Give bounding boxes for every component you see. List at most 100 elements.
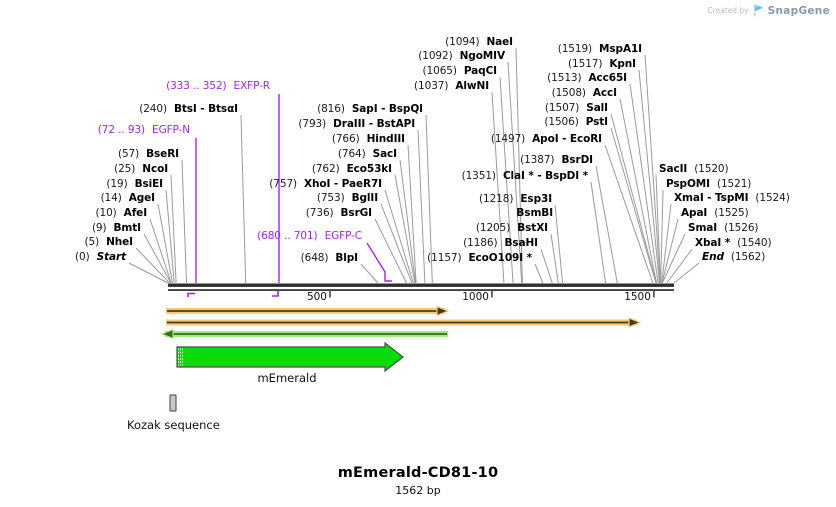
site-label-BsmBI[interactable]: BsmBI xyxy=(516,207,553,220)
site-name: Acc65I xyxy=(588,72,628,84)
site-label-XbaI[interactable]: XbaI *(1540) xyxy=(695,237,772,250)
site-position: (0) xyxy=(75,251,90,263)
leader-line-EcoO109I xyxy=(534,263,544,284)
site-name: EcoO109I * xyxy=(468,252,532,264)
site-label-NcoI[interactable]: (25)NcoI xyxy=(114,163,168,176)
site-position: (1506) xyxy=(544,116,579,128)
site-label-HindIII[interactable]: (766)HindIII xyxy=(332,133,405,146)
site-label-BmtI[interactable]: (9)BmtI xyxy=(92,222,141,235)
site-label-PaqCI[interactable]: (1065) PaqCI xyxy=(422,65,498,78)
site-label-KpnI[interactable]: (1517)KpnI xyxy=(568,58,636,71)
leader-line-NcoI xyxy=(170,174,177,284)
orf-arrow-2-head xyxy=(628,317,642,328)
site-label-Acc65I[interactable]: (1513)Acc65I xyxy=(547,72,627,85)
site-label-SacI[interactable]: (764)SacI xyxy=(338,148,397,161)
site-label-MspA1I[interactable]: (1519) MspA1I xyxy=(558,43,642,56)
site-position: (1387) xyxy=(520,154,555,166)
site-position: (1521) xyxy=(716,178,752,190)
site-position: (1037) xyxy=(414,80,449,92)
site-label-Start[interactable]: (0)Start xyxy=(75,251,126,264)
site-label-BstXI[interactable]: (1205)BstXI xyxy=(476,222,548,235)
site-name: BlpI xyxy=(335,252,358,264)
scale-label-500: 500 xyxy=(306,291,327,303)
site-label-DraIII-BstAPI[interactable]: (793)DraIII - BstAPI xyxy=(298,118,415,131)
site-position: (753) xyxy=(316,192,345,204)
leader-line-Eco53kI xyxy=(394,174,416,284)
site-name: XmaI - TspMI xyxy=(674,192,749,204)
kozak-box[interactable] xyxy=(169,394,177,412)
leader-line-MspA1I xyxy=(644,54,661,284)
site-label-BsrGI[interactable]: (736)BsrGI xyxy=(306,207,372,220)
leader-line-SacII xyxy=(655,174,661,284)
leader-line-AccI xyxy=(619,98,657,284)
site-label-SacII[interactable]: SacII(1520) xyxy=(659,163,729,176)
site-label-BglII[interactable]: (753)BglII xyxy=(317,192,378,205)
snapgene-brand-text: SnapGene xyxy=(767,4,830,17)
site-position: (793) xyxy=(298,118,327,130)
site-name: BsaHI xyxy=(504,237,538,249)
site-name: BsrGI xyxy=(340,207,373,219)
site-label-SmaI[interactable]: SmaI(1526) xyxy=(688,222,759,235)
leader-line-NaeI xyxy=(515,47,523,284)
site-label-AlwNI[interactable]: (1037) AlwNI xyxy=(414,80,489,93)
site-position: (1094) xyxy=(445,36,480,48)
site-name: PaqCI xyxy=(463,65,497,77)
site-label-Eco53kI[interactable]: (762)Eco53kI xyxy=(312,163,392,176)
site-label-PstI[interactable]: (1506)PstI xyxy=(544,116,608,129)
site-label-BseRI[interactable]: (57)BseRI xyxy=(118,148,179,161)
site-position: (762) xyxy=(311,163,340,175)
leader-line-SalI xyxy=(610,113,657,284)
site-label-BtsI-Bts-I[interactable]: (240)BtsI - BtsαI xyxy=(139,103,238,116)
site-position: (1507) xyxy=(544,102,580,114)
site-label-BsrDI[interactable]: (1387)BsrDI xyxy=(520,154,593,167)
primer-label-EGFP-C[interactable]: (680 .. 701)EGFP-C xyxy=(257,230,362,243)
sequence-bar[interactable] xyxy=(168,283,674,287)
feature-arrow-mEmerald[interactable] xyxy=(176,341,404,373)
orf-arrow-1-head xyxy=(436,305,450,317)
primer-label-EXFP-R[interactable]: (333 .. 352)EXFP-R xyxy=(166,80,270,93)
site-name: BsiEI xyxy=(134,178,164,190)
site-name: ApoI - EcoRI xyxy=(532,133,602,145)
primer-label-EGFP-N[interactable]: (72 .. 93)EGFP-N xyxy=(98,124,190,137)
leader-line-ApaI xyxy=(661,218,679,284)
site-label-XhoI-PaeR7I[interactable]: (757)XhoI - PaeR7I xyxy=(269,178,382,191)
site-label-SalI[interactable]: (1507)SalI xyxy=(545,102,608,115)
site-label-NheI[interactable]: (5)NheI xyxy=(85,236,134,249)
site-name: SapI - BspQI xyxy=(351,103,423,115)
site-label-NgoMIV[interactable]: (1092)NgoMIV xyxy=(418,50,505,63)
site-name: AfeI xyxy=(123,207,147,219)
site-label-Esp3I[interactable]: (1218)Esp3I xyxy=(479,193,552,206)
site-label-BsiEI[interactable]: (19)BsiEI xyxy=(106,178,163,191)
site-label-SapI-BspQI[interactable]: (816)SapI - BspQI xyxy=(317,103,423,116)
site-name: XhoI - PaeR7I xyxy=(304,178,382,190)
site-position: (1540) xyxy=(737,237,772,249)
orf-arrow-3-head xyxy=(160,328,174,340)
site-name: PspOMI xyxy=(666,178,710,190)
site-label-PspOMI[interactable]: PspOMI (1521) xyxy=(666,178,751,191)
primer-range: (333 .. 352) xyxy=(166,80,227,92)
site-name: MspA1I xyxy=(599,43,642,55)
site-name: HindIII xyxy=(366,133,406,145)
site-label-End[interactable]: End(1562) xyxy=(702,251,765,264)
site-label-ApoI-EcoRI[interactable]: (1497)ApoI - EcoRI xyxy=(491,133,602,146)
site-label-BlpI[interactable]: (648)BlpI xyxy=(301,252,358,265)
site-label-EcoO109I[interactable]: (1157)EcoO109I * xyxy=(427,252,532,265)
site-name: SacI xyxy=(372,148,397,160)
sequence-bar-underline xyxy=(168,289,674,291)
leader-line-BlpI xyxy=(360,263,379,284)
site-label-AccI[interactable]: (1508)AccI xyxy=(552,87,618,100)
site-position: (1519) xyxy=(557,43,593,55)
site-label-AfeI[interactable]: (10)AfeI xyxy=(96,207,148,220)
site-name: BtsI - BtsαI xyxy=(173,103,238,115)
site-position: (1065) xyxy=(422,65,457,77)
site-label-ClaI-BspDI[interactable]: (1351)ClaI * - BspDI * xyxy=(462,170,588,183)
site-name: AlwNI xyxy=(455,80,489,92)
site-label-BsaHI[interactable]: (1186)BsaHI xyxy=(463,237,538,250)
site-label-ApaI[interactable]: ApaI(1525) xyxy=(681,207,749,220)
leader-line-PspOMI xyxy=(660,189,664,284)
leader-line-XhoI-PaeR7I xyxy=(384,189,414,284)
site-label-AgeI[interactable]: (14)AgeI xyxy=(101,192,156,205)
site-name: NheI xyxy=(106,236,133,248)
site-label-NaeI[interactable]: (1094)NaeI xyxy=(445,36,513,49)
site-label-XmaI-TspMI[interactable]: XmaI - TspMI(1524) xyxy=(674,192,790,205)
